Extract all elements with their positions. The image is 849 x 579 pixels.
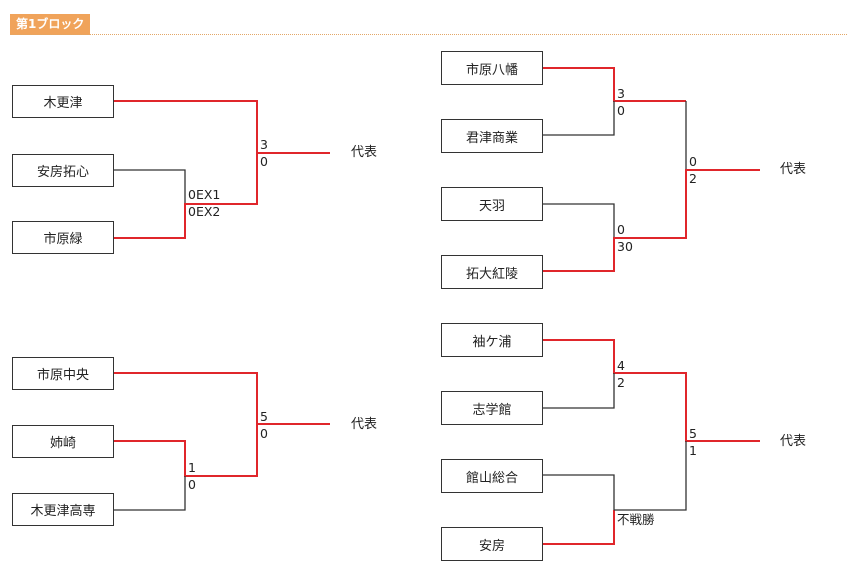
team-box: 安房拓心 xyxy=(12,154,114,187)
semi-b-score-bottom: 30 xyxy=(617,239,633,254)
team-box: 天羽 xyxy=(441,187,543,221)
semi-b-score-top: 0 xyxy=(617,222,625,237)
line-b2-winner xyxy=(114,372,330,425)
team-box: 拓大紅陵 xyxy=(441,255,543,289)
line-b2-team2 xyxy=(114,424,258,477)
semi-b-walkover: 不戦勝 xyxy=(617,512,655,527)
team-box: 市原八幡 xyxy=(441,51,543,85)
line-b3-team1 xyxy=(543,67,686,102)
representative-label: 代表 xyxy=(351,417,378,432)
line-b1-team2 xyxy=(114,169,186,204)
line-b1-team3 xyxy=(114,153,258,239)
line-b1-winner xyxy=(114,100,330,154)
team-box: 館山総合 xyxy=(441,459,543,493)
final-score-top: 5 xyxy=(689,426,697,441)
line-b4-team2 xyxy=(543,373,615,409)
team-box: 木更津 xyxy=(12,85,114,118)
team-box: 志学館 xyxy=(441,391,543,425)
team-box: 袖ケ浦 xyxy=(441,323,543,357)
team-box: 安房 xyxy=(441,527,543,561)
team-box: 木更津高専 xyxy=(12,493,114,526)
team-box: 君津商業 xyxy=(441,119,543,153)
semi-score-bottom: 0EX2 xyxy=(188,204,221,219)
final-score-bottom: 1 xyxy=(689,443,697,458)
semi-a-score-bottom: 2 xyxy=(617,375,625,390)
representative-label: 代表 xyxy=(780,162,807,177)
line-b4-team4 xyxy=(543,510,615,545)
line-b3-team4 xyxy=(543,169,760,272)
semi-a-score-bottom: 0 xyxy=(617,103,625,118)
final-score-top: 5 xyxy=(260,409,268,424)
block-divider xyxy=(10,34,847,35)
line-b3-team3 xyxy=(543,203,615,238)
line-b2-team3 xyxy=(114,476,186,511)
final-score-bottom: 0 xyxy=(260,154,268,169)
line-b3-team2 xyxy=(543,101,615,136)
final-score-bottom: 0 xyxy=(260,426,268,441)
semi-a-score-top: 3 xyxy=(617,86,625,101)
block-title: 第1ブロック xyxy=(10,14,91,35)
semi-score-top: 1 xyxy=(188,460,196,475)
line-b4-team3 xyxy=(543,474,615,510)
line-b4-final-bottom xyxy=(614,441,687,511)
team-box: 姉崎 xyxy=(12,425,114,458)
semi-score-top: 0EX1 xyxy=(188,187,221,202)
final-score-top: 0 xyxy=(689,154,697,169)
representative-label: 代表 xyxy=(780,434,807,449)
semi-a-score-top: 4 xyxy=(617,358,625,373)
team-box: 市原中央 xyxy=(12,357,114,390)
line-b4-team1 xyxy=(543,339,760,442)
team-box: 市原緑 xyxy=(12,221,114,254)
semi-score-bottom: 0 xyxy=(188,477,196,492)
final-score-top: 3 xyxy=(260,137,268,152)
final-score-bottom: 2 xyxy=(689,171,697,186)
representative-label: 代表 xyxy=(351,145,378,160)
